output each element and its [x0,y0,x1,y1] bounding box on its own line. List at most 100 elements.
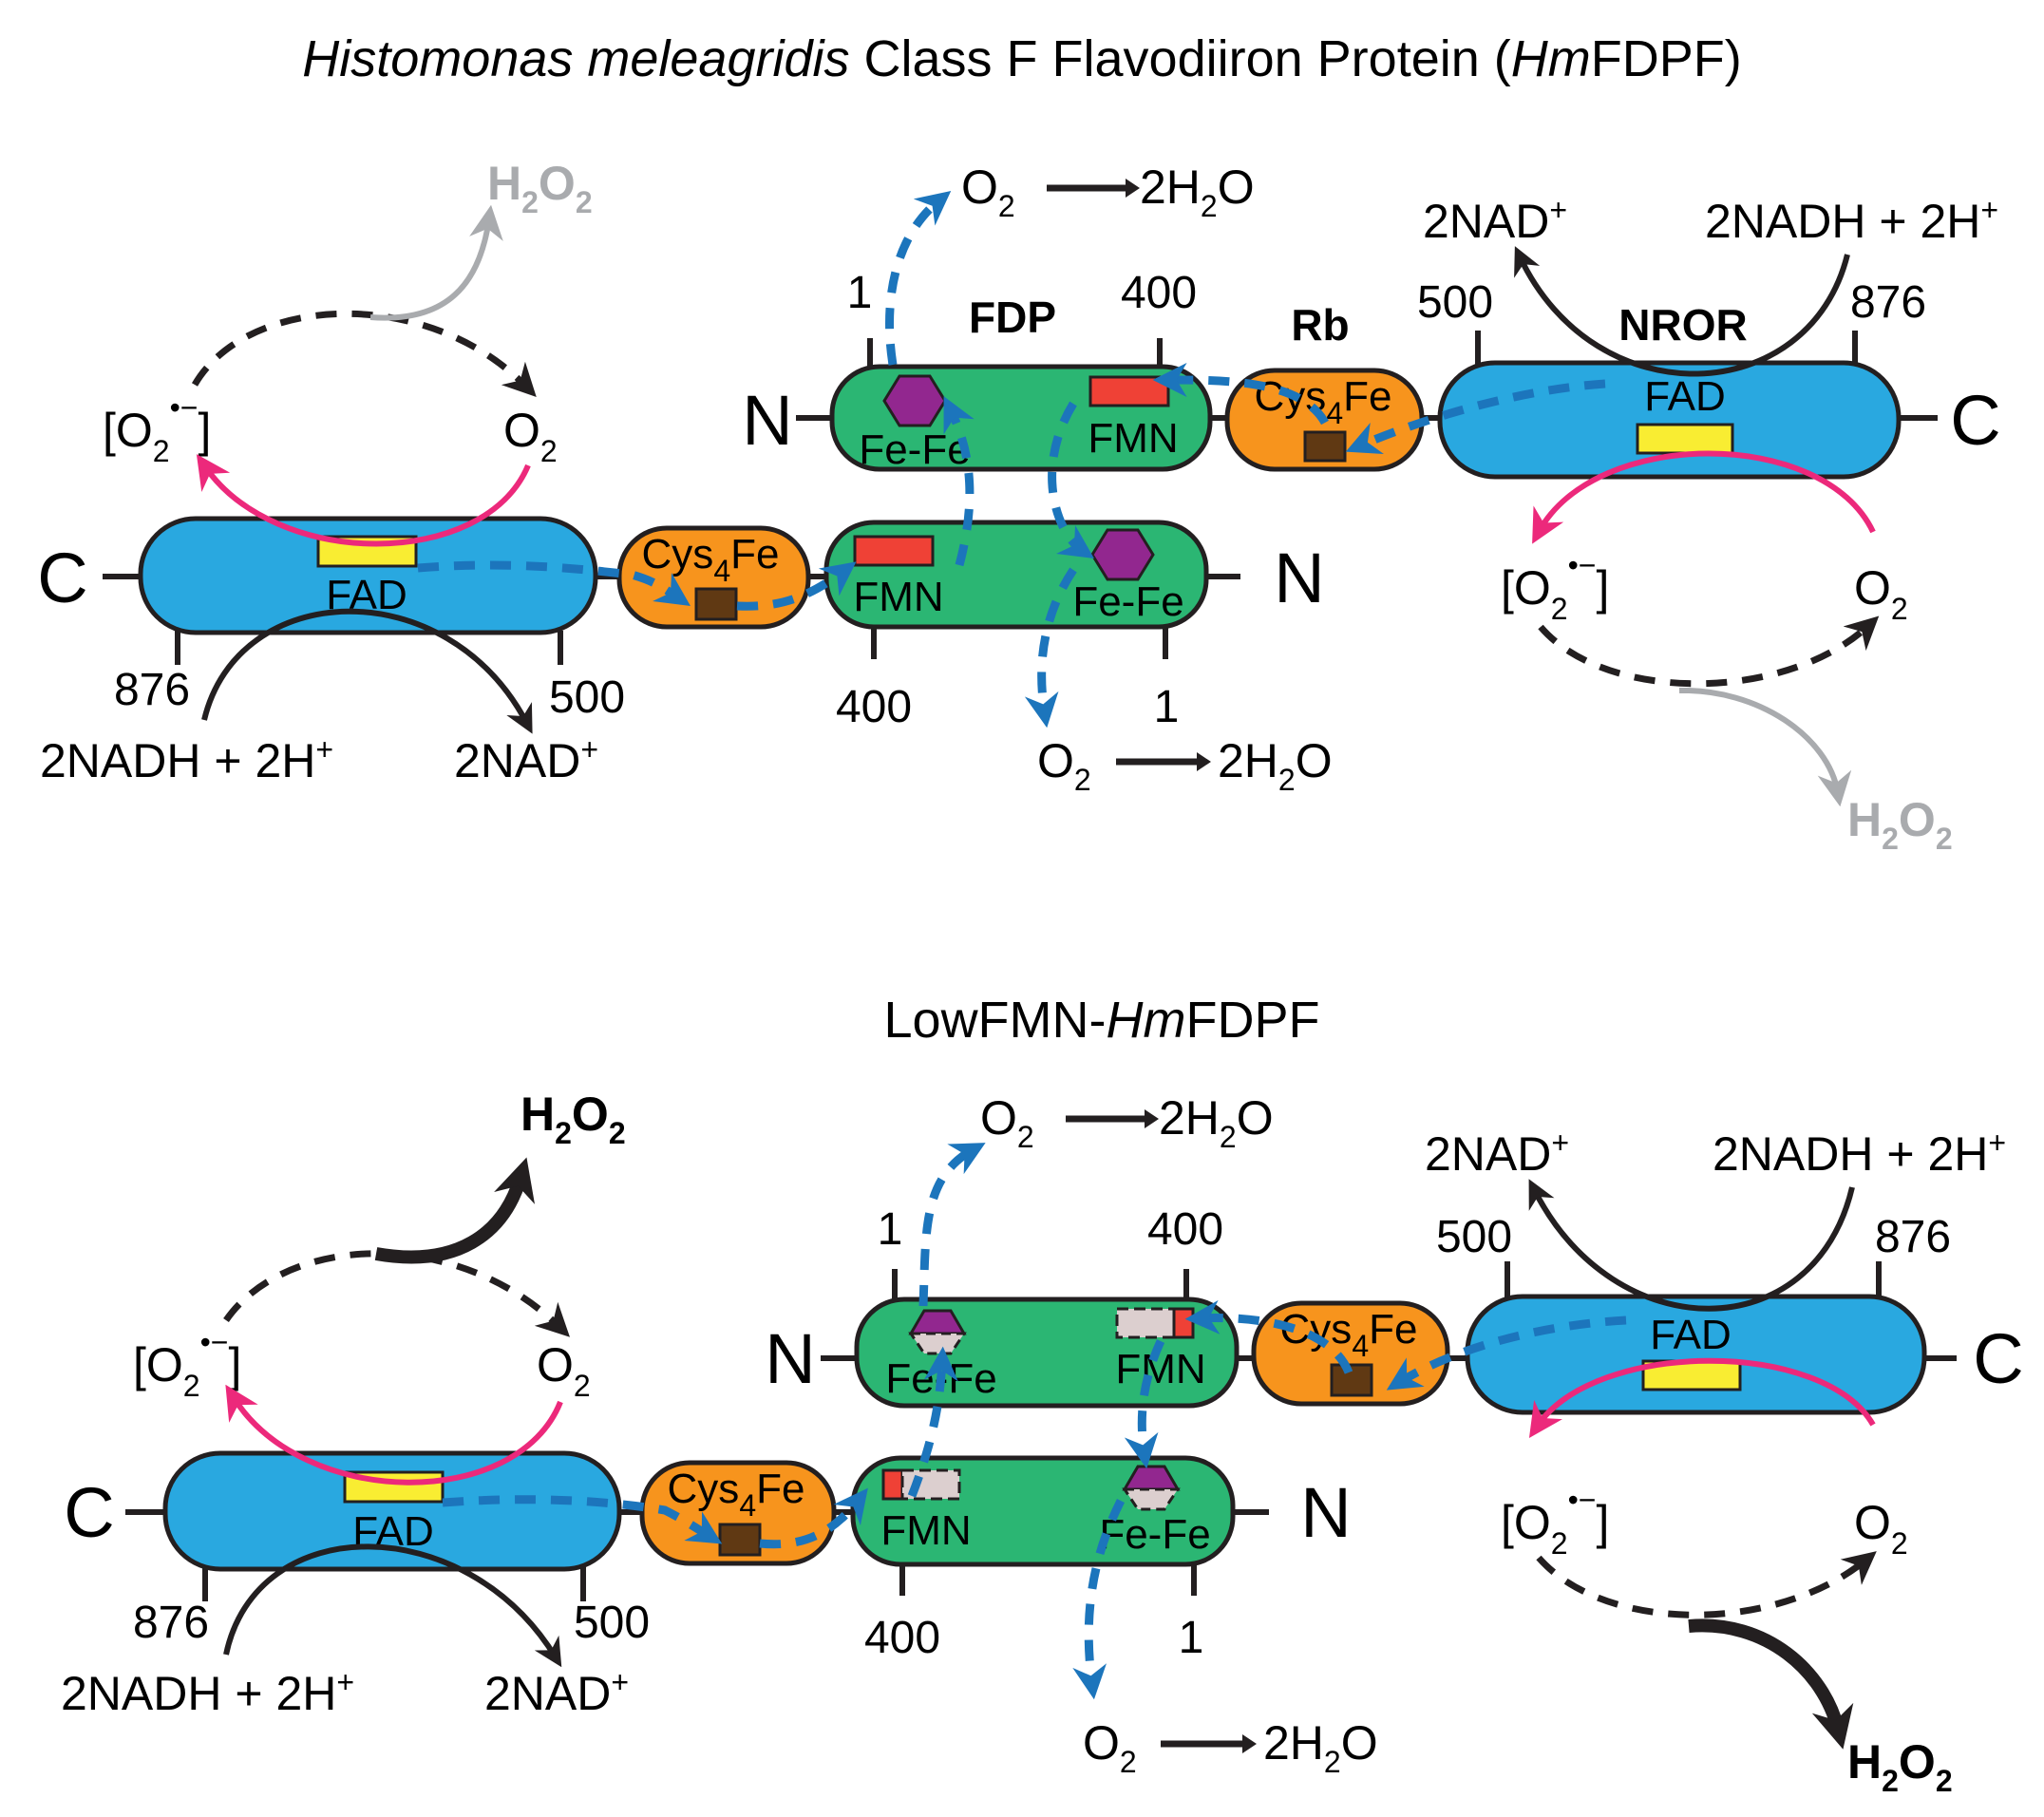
arrowhead-icon [1242,1734,1257,1753]
cys4fe-label: Cys4Fe [668,1466,805,1523]
superoxide-formation-arrow [1532,450,1876,544]
residue-number: 500 [574,1598,650,1648]
fad-label: FAD [1644,373,1726,420]
nad-plus-label: 2NAD+ [1425,1126,1569,1181]
residue-number: 876 [1875,1212,1951,1262]
fefe-label: Fe-Fe [1099,1511,1210,1558]
nadh-label: 2NADH + 2H+ [1705,193,1998,248]
subunit-b: C N 876 500 400 1 FAD Cys4Fe FMN Fe-Fe [37,516,1325,732]
electron-arrow [1184,1299,1353,1374]
c-terminus-label: C [1973,1319,2023,1398]
domain-label-nror: NROR [1618,300,1747,350]
nadh-label: 2NADH + 2H+ [61,1665,354,1720]
residue-number: 1 [847,268,873,318]
nadh-arrow [1528,1179,1855,1312]
electron-arrow [736,561,857,611]
o2-label: O2 [503,404,558,468]
residue-number: 500 [1417,277,1493,328]
fefe-center-icon [1090,528,1155,581]
subunit-b: C N 876 500 400 1 FAD Cys4Fe FMN Fe-Fe [64,1450,1352,1663]
o2-label: O2 [537,1338,591,1403]
residue-number: 876 [1850,277,1926,328]
superoxide-label: [O2•−] [1501,548,1609,626]
nad-plus-label: 2NAD+ [1423,193,1567,248]
h2o2-label: H2O2 [1847,793,1953,856]
residue-number: 500 [549,672,625,723]
nadh-oxidation-left: 2NADH + 2H+ 2NAD+ [61,1543,629,1720]
nadh-label: 2NADH + 2H+ [1713,1126,2006,1181]
h2o2-label: H2O2 [1847,1735,1953,1798]
nadh-oxidation-right: 2NAD+ 2NADH + 2H+ [1423,193,1998,377]
dismutation-arrow [1536,1551,1877,1618]
panel-lowfmn: LowFMN-HmFDPF N C 1 400 500 876 Fe-Fe [61,992,2024,1798]
h2o-label: 2H2O [1263,1716,1378,1779]
nadh-arrow [1514,246,1850,377]
nror-domain [138,516,598,635]
nror-domain [162,1450,622,1572]
fefe-depleted-icon [1122,1487,1181,1511]
o2-reduction-bottom: O2 2H2O [1037,734,1333,797]
arrowhead-icon [1197,752,1211,771]
superoxide-cycle-left: [O2•−] O2 H2O2 [103,157,593,547]
electron-arrow [918,1143,986,1307]
nadh-oxidation-right: 2NAD+ 2NADH + 2H+ [1425,1126,2006,1312]
fmn-label: FMN [1115,1346,1205,1392]
residue-number: 400 [1147,1204,1223,1255]
fe-center-icon [1303,430,1347,463]
h2o2-label: H2O2 [520,1088,626,1150]
superoxide-formation-arrow [196,454,531,547]
electron-arrow [759,1487,868,1549]
fad-cofactor-icon [1636,423,1734,455]
h2o2-release-arrow [374,1157,536,1264]
panel-wildtype: Histomonas meleagridis Class F Flavodiir… [37,30,2000,856]
electron-transfer-path [442,1143,1627,1700]
dismutation-arrow [1538,615,1880,688]
fmn-cofactor-icon [853,535,935,567]
superoxide-cycle-right: [O2•−] O2 H2O2 [1501,450,1953,856]
electron-arrow [417,560,691,606]
c-terminus-label: C [64,1473,114,1552]
electron-arrow [1124,1339,1165,1469]
c-terminus-label: C [1950,381,2000,460]
electron-arrow [907,1346,958,1498]
electron-arrow [1386,1315,1627,1391]
domain-label-fdp: FDP [969,293,1056,342]
h2o2-label: H2O2 [487,157,593,219]
residue-number: 500 [1436,1212,1512,1262]
fmn-label: FMN [853,574,943,620]
dismutation-arrow [223,1250,570,1337]
residue-number: 876 [133,1598,209,1648]
panel-title: LowFMN-HmFDPF [884,992,1320,1049]
arrowhead-icon [1145,1109,1159,1128]
residue-number: 1 [878,1204,903,1255]
nad-plus-label: 2NAD+ [484,1665,629,1720]
cys4fe-label: Cys4Fe [1255,373,1392,430]
electron-arrow [1152,363,1329,426]
superoxide-label: [O2•−] [133,1325,241,1403]
residue-number: 876 [114,665,190,715]
h2o-label: 2H2O [1140,161,1255,223]
n-terminus-label: N [765,1319,815,1398]
electron-transfer-path [417,190,1606,729]
o2-reduction-bottom: O2 2H2O [1083,1716,1378,1779]
o2-reduction-top: O2 2H2O [980,1091,1274,1154]
superoxide-label: [O2•−] [1501,1483,1609,1561]
fe-center-icon [718,1523,762,1557]
fmn-cofactor-icon [1088,375,1170,407]
nadh-arrow [223,1543,562,1668]
residue-number: 400 [864,1613,940,1663]
nadh-arrow [201,608,533,734]
o2-label: O2 [1037,734,1091,797]
h2o2-release-arrow [1678,687,1852,807]
residue-number: 400 [1121,268,1197,318]
superoxide-formation-arrow [225,1384,563,1486]
h2o2-release-arrow [369,204,503,321]
electron-arrow [1024,567,1077,729]
electron-arrow [885,190,952,366]
fmn-depleted-icon [1115,1307,1176,1339]
fefe-label: Fe-Fe [859,426,970,473]
superoxide-formation-arrow [1528,1357,1876,1438]
fmn-cofactor-icon [881,1468,904,1501]
n-terminus-label: N [1300,1473,1351,1552]
